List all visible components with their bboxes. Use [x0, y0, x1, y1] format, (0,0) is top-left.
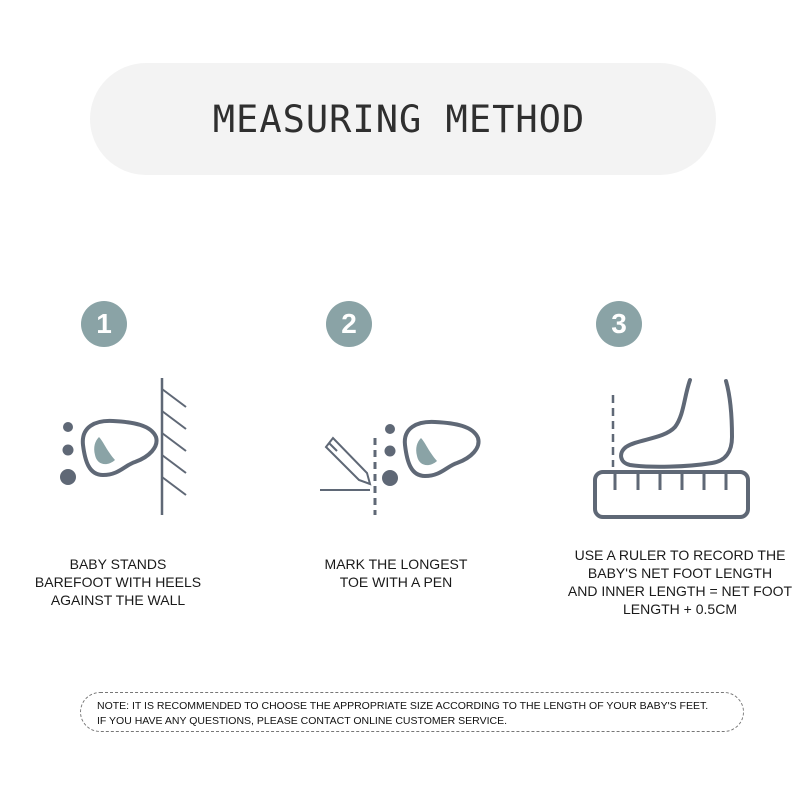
- title-banner: MEASURING METHOD: [90, 63, 716, 175]
- foot-on-ruler-icon: [593, 378, 750, 519]
- step-3-caption-line: BABY'S NET FOOT LENGTH: [587, 565, 773, 581]
- step-3-caption-line: LENGTH + 0.5CM: [623, 601, 737, 617]
- foot-against-wall-icon: [60, 378, 187, 515]
- step-1-badge: 1: [81, 301, 127, 347]
- note-line-2: IF YOU HAVE ANY QUESTIONS, PLEASE CONTAC…: [97, 715, 507, 727]
- page-title: MEASURING METHOD: [212, 97, 586, 141]
- step-1-caption: BABY STANDS BAREFOOT WITH HEELS AGAINST …: [18, 555, 218, 609]
- step-2-caption-line: TOE WITH A PEN: [339, 574, 453, 590]
- note-line-1: NOTE: IT IS RECOMMENDED TO CHOOSE THE AP…: [97, 700, 709, 712]
- note-box: NOTE: IT IS RECOMMENDED TO CHOOSE THE AP…: [80, 692, 744, 732]
- step-3-caption-line: USE A RULER TO RECORD THE: [574, 547, 786, 563]
- step-1-caption-line: BAREFOOT WITH HEELS: [34, 574, 202, 590]
- step-3-caption: USE A RULER TO RECORD THE BABY'S NET FOO…: [560, 546, 800, 618]
- step-3-caption-line: AND INNER LENGTH = NET FOOT: [567, 583, 793, 599]
- pen-mark-toe-icon: [320, 419, 481, 515]
- step-1-caption-line: BABY STANDS: [69, 556, 167, 572]
- step-2-caption-line: MARK THE LONGEST: [324, 556, 468, 572]
- step-3-badge: 3: [596, 301, 642, 347]
- step-1-caption-line: AGAINST THE WALL: [50, 592, 186, 608]
- step-2-badge: 2: [326, 301, 372, 347]
- step-2-caption: MARK THE LONGEST TOE WITH A PEN: [296, 555, 496, 591]
